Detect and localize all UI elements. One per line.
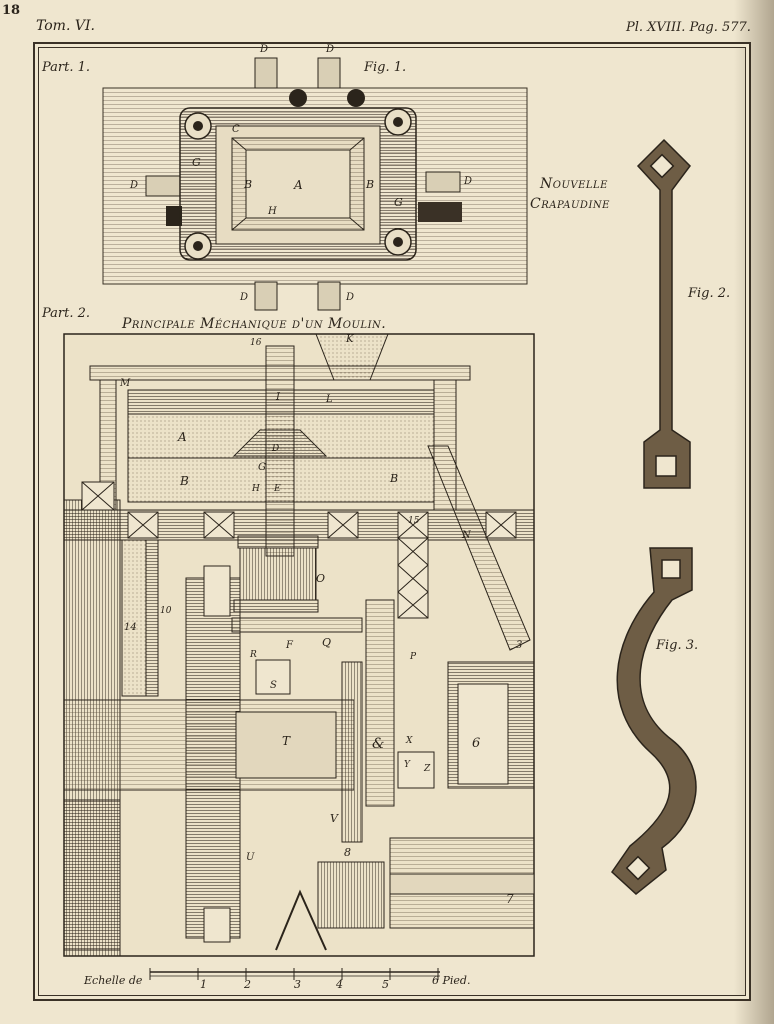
scale-tick-5: 5	[382, 978, 389, 991]
mill-letter: G	[258, 462, 266, 473]
fig1-letter: D	[130, 180, 139, 191]
scale-bar	[149, 968, 440, 980]
plate-frame	[33, 42, 751, 1001]
mill-letter: U	[246, 852, 255, 863]
mill-letter: L	[326, 394, 333, 405]
plate-reference: Pl. XVIII. Pag. 577.	[626, 20, 751, 35]
page-number: 18	[2, 3, 21, 18]
fig3-label: Fig. 3.	[656, 638, 699, 653]
fig1-letter: D	[346, 292, 355, 303]
fig1-letter: B	[244, 178, 253, 191]
volume-label: Tom. VI.	[36, 18, 95, 34]
fig1-letter: D	[260, 44, 269, 55]
fig1-letter: C	[232, 124, 240, 135]
fig1-letter: D	[464, 176, 473, 187]
mill-letter: K	[346, 334, 354, 345]
mill-letter: 15	[408, 516, 420, 526]
fig1-title-line2: Crapaudine	[530, 196, 610, 212]
page-gutter-shadow	[734, 0, 774, 1024]
mill-letter: 8	[344, 846, 351, 859]
scale-tick-4: 4	[336, 978, 343, 991]
scale-label: Echelle de	[84, 974, 143, 987]
mill-letter: B	[180, 474, 189, 488]
fig2-label: Fig. 2.	[688, 286, 731, 301]
mill-letter: Z	[424, 764, 431, 774]
fig3-wrench	[611, 547, 697, 895]
mill-letter: &	[372, 736, 385, 752]
mill-letter: 10	[160, 606, 172, 616]
fig1-crapaudine	[102, 57, 528, 311]
mill-letter: 3	[516, 640, 523, 651]
mill-letter: 7	[506, 892, 514, 906]
fig1-letter: H	[268, 206, 277, 217]
part2-title: Principale Méchanique d'un Moulin.	[122, 316, 387, 332]
fig1-letter: G	[394, 196, 403, 209]
scale-tick-2: 2	[244, 978, 251, 991]
scale-tick-3: 3	[294, 978, 301, 991]
part1-label: Part. 1.	[42, 60, 91, 75]
fig1-label: Fig. 1.	[364, 60, 407, 75]
mill-letter: O	[316, 572, 326, 585]
mill-letter: Y	[404, 760, 410, 770]
fig1-letter: D	[326, 44, 335, 55]
mill-letter: Q	[322, 636, 332, 649]
scale-tick-6: 6 Pied.	[432, 974, 471, 987]
fig1-letter: G	[192, 156, 201, 169]
mill-letter: N	[462, 530, 471, 541]
mill-letter: S	[270, 680, 277, 691]
scale-tick-1: 1	[200, 978, 207, 991]
mill-letter: D	[272, 444, 280, 454]
mill-letter: V	[330, 812, 338, 825]
mill-letter: A	[178, 430, 187, 444]
mill-letter: 16	[250, 338, 262, 348]
mill-letter: X	[406, 736, 413, 746]
mill-letter: B	[390, 472, 399, 485]
part2-label: Part. 2.	[42, 306, 91, 321]
mill-mechanism	[63, 333, 535, 957]
fig1-letter: D	[240, 292, 249, 303]
fig2-wrench	[636, 138, 691, 489]
mill-letter: R	[250, 650, 257, 660]
mill-letter: H	[252, 484, 260, 494]
fig1-letter: A	[294, 178, 303, 192]
fig1-letter: B	[366, 178, 375, 191]
mill-letter: M	[120, 378, 131, 389]
mill-letter: I	[276, 392, 280, 403]
mill-letter: 6	[472, 736, 481, 751]
mill-letter: T	[282, 734, 291, 748]
fig1-title-line1: Nouvelle	[540, 176, 608, 192]
mill-letter: 14	[124, 622, 137, 633]
mill-letter: E	[274, 484, 281, 494]
mill-letter: F	[286, 640, 293, 651]
mill-letter: P	[410, 652, 417, 662]
